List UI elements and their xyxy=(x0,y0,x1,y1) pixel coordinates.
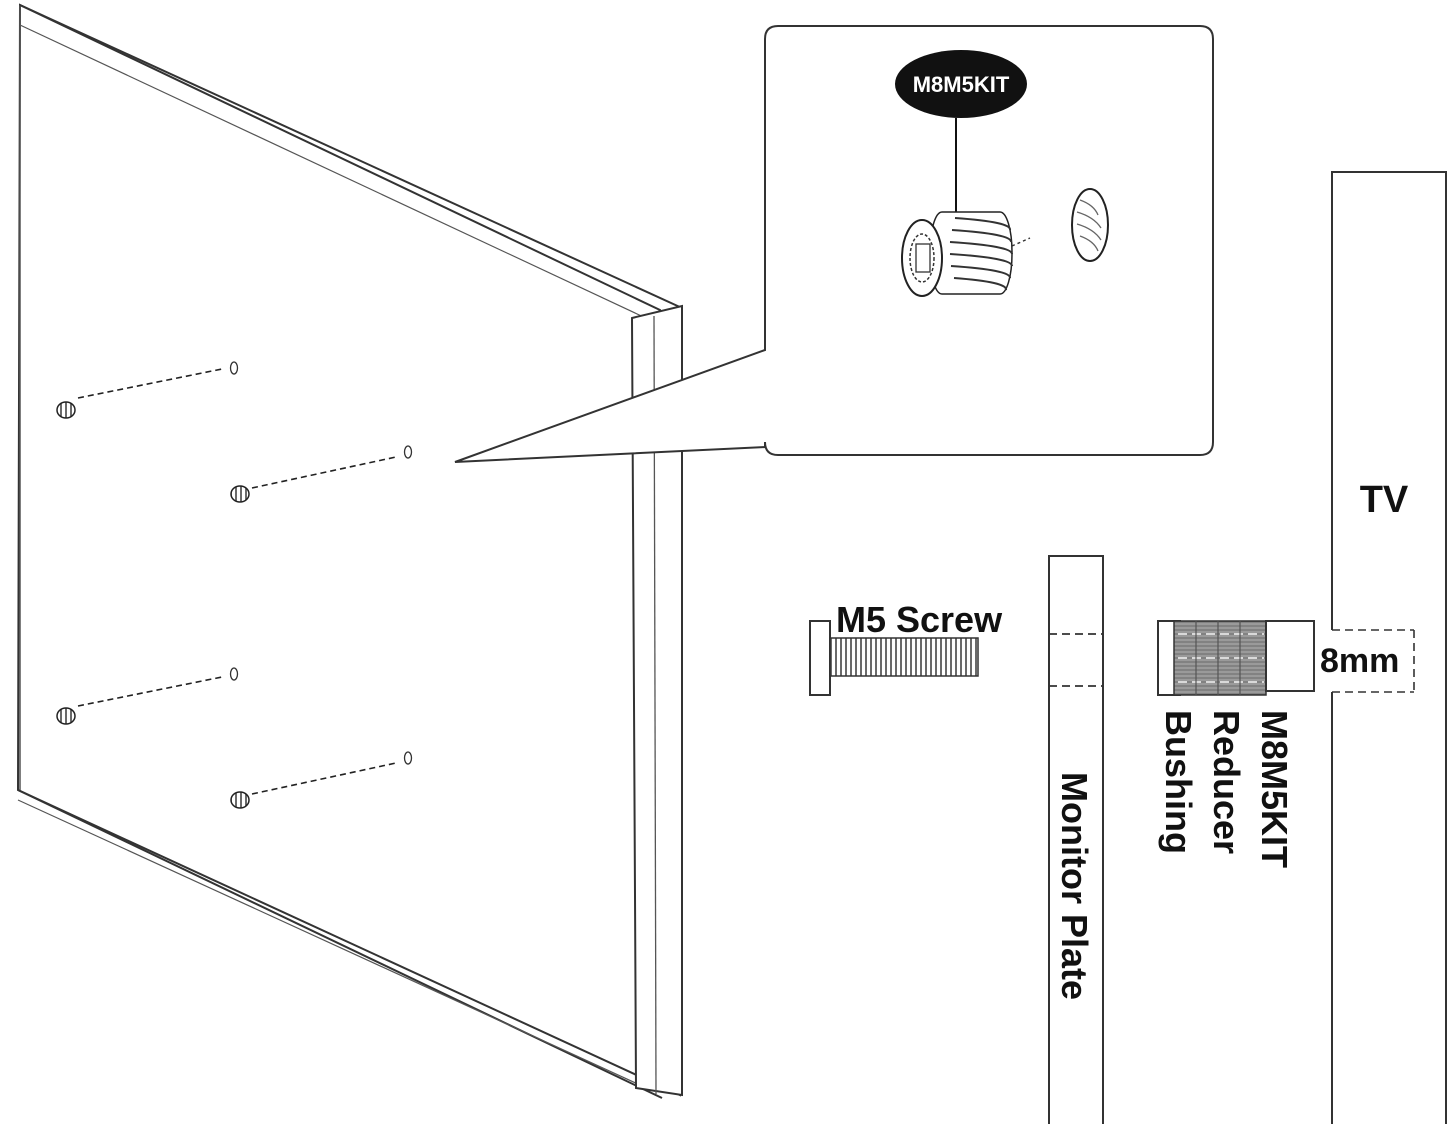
screw-top-right xyxy=(230,445,413,503)
callout-badge xyxy=(895,50,1027,118)
callout-hole xyxy=(1071,188,1109,262)
screw-bottom-left xyxy=(56,667,239,725)
bushing-label-line3: Bushing xyxy=(1158,710,1199,854)
callout-badge-label: M8M5KIT xyxy=(913,72,1010,97)
m5-screw: M5 Screw xyxy=(809,599,1003,696)
panel-screws xyxy=(56,361,413,809)
bushing-label-line1: M8M5KIT xyxy=(1254,710,1295,868)
bushing-label-line2: Reducer xyxy=(1206,710,1247,854)
m5-screw-label: M5 Screw xyxy=(836,599,1003,640)
callout: M8M5KIT xyxy=(454,25,1214,463)
reducer-bushing: M8M5KIT Reducer Bushing xyxy=(1157,620,1315,868)
monitor-plate-label: Monitor Plate xyxy=(1054,772,1095,1000)
screw-top-left xyxy=(56,361,239,419)
depth-label: 8mm xyxy=(1320,642,1399,680)
tv-panel xyxy=(16,3,683,1099)
monitor-plate-section: Monitor Plate xyxy=(1048,555,1104,1129)
tv-label: TV xyxy=(1360,479,1409,521)
screw-bottom-right xyxy=(230,751,413,809)
callout-bushing xyxy=(901,211,1031,297)
tv-section: TV xyxy=(1328,171,1447,1129)
